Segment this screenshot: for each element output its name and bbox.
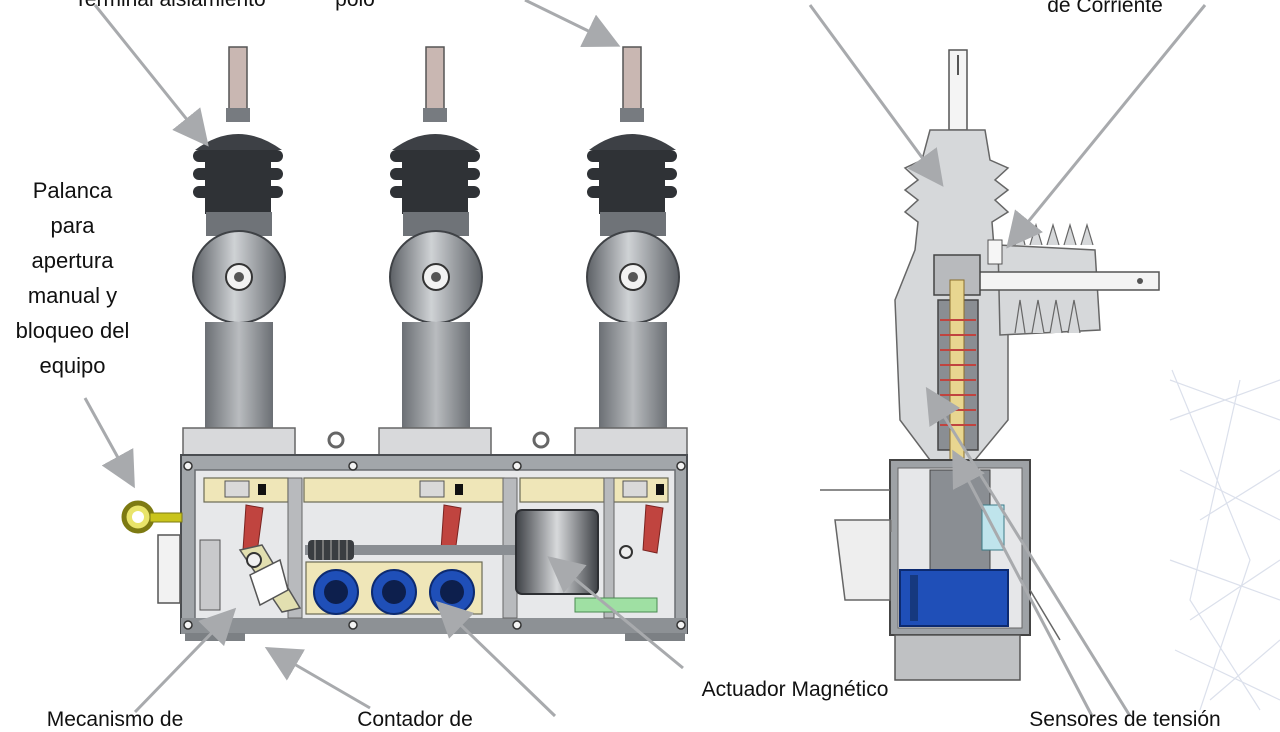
label-palanca-line: bloqueo del bbox=[15, 318, 130, 343]
label-palanca-line: para bbox=[50, 213, 95, 238]
label-palanca-line: equipo bbox=[39, 353, 106, 378]
label-mecanismo: Mecanismo de bbox=[46, 708, 184, 731]
label-palanca-line: apertura bbox=[31, 248, 114, 273]
leader-arrows bbox=[83, 0, 1207, 718]
label-actuador: Actuador Magnético bbox=[701, 678, 889, 701]
pole-3 bbox=[574, 46, 688, 459]
label-sensores: Sensores de tensión bbox=[1029, 708, 1221, 731]
label-palanca-line: manual y bbox=[27, 283, 118, 308]
label-palanca: Palanca para apertura manual y bloqueo d… bbox=[0, 173, 145, 383]
background-network bbox=[1169, 369, 1280, 711]
three-pole-recloser bbox=[121, 46, 688, 641]
cross-section-view bbox=[820, 49, 1160, 681]
label-contador: Contador de bbox=[357, 708, 473, 731]
pole-1 bbox=[182, 46, 296, 459]
label-palanca-line: Palanca bbox=[32, 178, 113, 203]
label-corriente: de Corriente bbox=[1047, 0, 1163, 17]
label-terminal: Terminal aislamiento bbox=[45, 0, 295, 12]
label-polo: polo bbox=[335, 0, 375, 12]
pole-2 bbox=[378, 46, 492, 459]
manual-lever-ring-icon bbox=[121, 500, 183, 534]
